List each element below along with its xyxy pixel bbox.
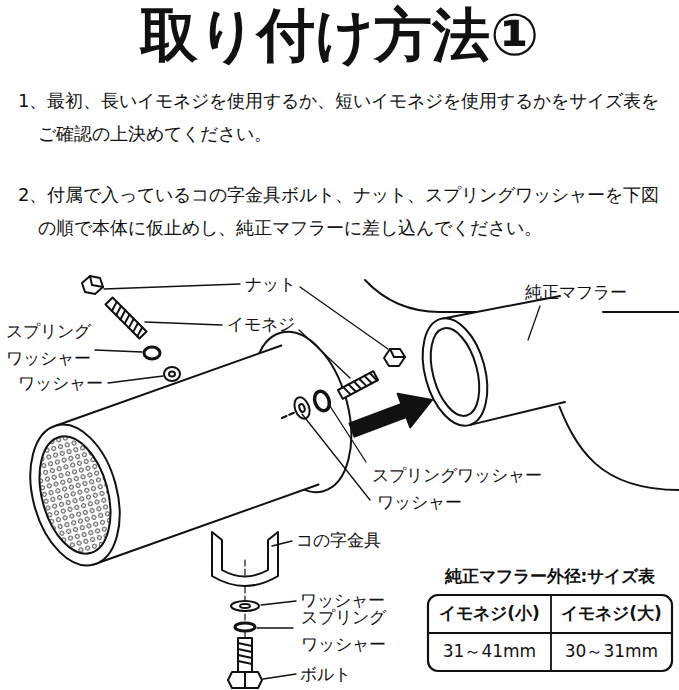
part-label: ナット	[245, 274, 296, 295]
part-label: スプリング ワッシャー	[3, 318, 93, 372]
nut	[82, 276, 103, 294]
table-cell: 31～41mm	[430, 641, 549, 662]
set-screw	[338, 371, 378, 399]
part-label: ボルト	[300, 664, 351, 685]
nut	[384, 349, 405, 366]
insert-arrow	[350, 394, 433, 437]
u-bracket	[212, 532, 278, 586]
washer	[240, 604, 250, 608]
washer	[292, 395, 313, 420]
instruction-step: 1、最初、長いイモネジを使用するか、短いイモネジを使用するかをサイズ表をご確認の…	[18, 84, 676, 150]
set-screw	[105, 297, 146, 338]
part-label: イモネジ	[227, 314, 295, 335]
table-header: イモネジ(大)	[553, 603, 670, 624]
table-title: 純正マフラー外径:サイズ表	[428, 566, 672, 587]
washer	[164, 367, 180, 381]
part-label: ワッシャー	[18, 373, 103, 394]
spring-washer	[312, 389, 332, 413]
table-cell: 30～31mm	[553, 641, 670, 662]
stock-muffler	[412, 288, 610, 433]
size-table	[428, 595, 672, 671]
spring-washer	[235, 623, 255, 631]
part-label: スプリング ワッシャー	[297, 604, 389, 658]
bolt	[228, 638, 262, 688]
part-label: 純正マフラー	[525, 282, 627, 303]
spring-washer	[144, 347, 160, 359]
table-header: イモネジ(小)	[430, 603, 549, 624]
bumper-outline	[555, 395, 679, 490]
page-title: 取り付け方法①	[0, 0, 679, 70]
part-label: ワッシャー	[377, 492, 462, 513]
washer	[231, 601, 259, 611]
part-label: スプリングワッシャー	[372, 465, 542, 486]
instruction-step: 2、付属で入っているコの字金具ボルト、ナット、スプリングワッシャーを下図の順で本…	[18, 178, 676, 244]
part-label: コの字金具	[296, 530, 381, 551]
